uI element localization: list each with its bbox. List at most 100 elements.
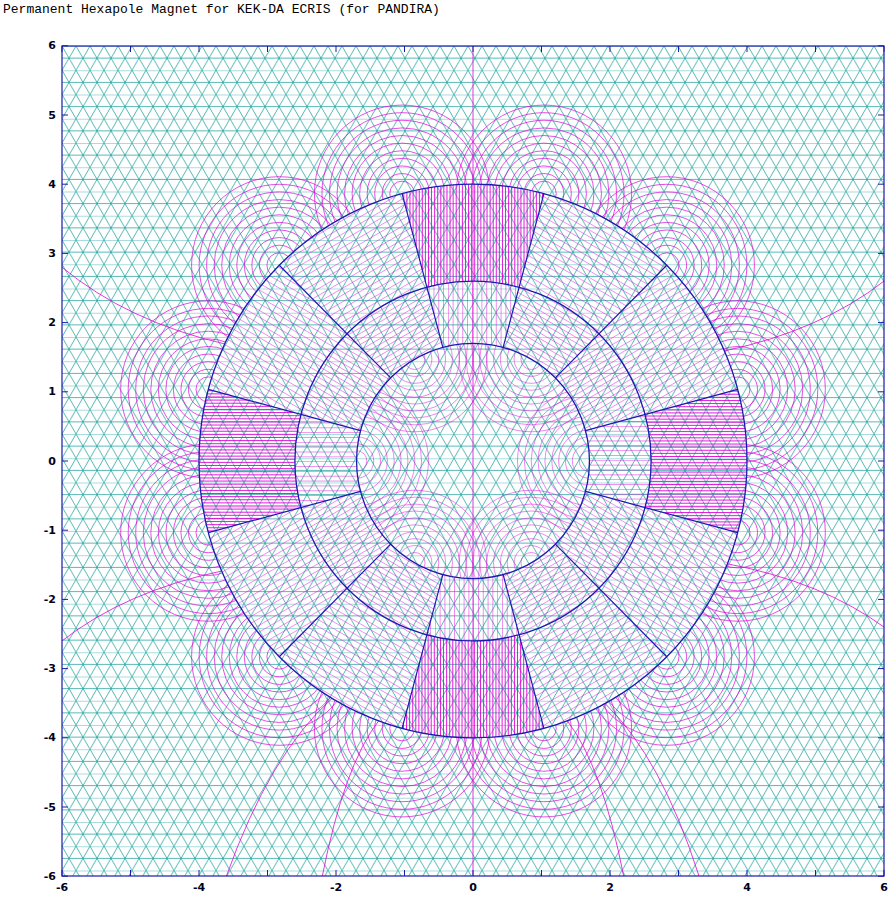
field-line [137, 456, 356, 457]
field-line [481, 289, 671, 400]
field-line [505, 122, 506, 343]
field-line [137, 512, 356, 513]
field-line [395, 202, 396, 423]
field-line [451, 533, 641, 644]
field-line [474, 122, 475, 343]
field-line [406, 122, 407, 343]
field-line [137, 381, 356, 382]
field-line [263, 608, 453, 719]
field-line [216, 369, 435, 370]
field-line [137, 428, 356, 429]
field-line [137, 406, 356, 407]
field-line [530, 122, 531, 343]
axis-tick-label: 6 [48, 39, 56, 52]
field-line [296, 559, 486, 670]
field-line [217, 391, 407, 502]
field-line [428, 318, 618, 429]
field-line [532, 676, 722, 787]
field-line [257, 618, 447, 729]
tick-mark [878, 253, 884, 254]
field-line [454, 273, 644, 384]
field-line [269, 597, 459, 708]
field-line [469, 544, 659, 655]
field-line [137, 549, 356, 550]
field-line [493, 606, 683, 717]
field-line [589, 403, 808, 404]
field-line [463, 553, 653, 664]
field-line [457, 268, 647, 379]
field-line [589, 419, 808, 420]
field-line [450, 122, 451, 343]
field-line [159, 478, 349, 589]
field-line [442, 293, 632, 404]
field-line [303, 536, 493, 647]
field-line [549, 202, 550, 423]
tick-mark [62, 391, 68, 392]
field-line [176, 303, 366, 414]
field-line [477, 531, 667, 642]
field-line [589, 437, 808, 438]
field-line [424, 202, 425, 423]
tick-mark [62, 668, 68, 669]
field-line [453, 122, 454, 343]
tick-mark [541, 870, 542, 876]
field-line [312, 521, 502, 632]
field-line [137, 390, 356, 391]
axis-tick-label: 4 [48, 178, 56, 191]
field-line [283, 240, 473, 351]
field-line [137, 396, 356, 397]
field-line [167, 493, 357, 604]
field-line [419, 122, 420, 343]
field-line [403, 122, 404, 343]
field-line [135, 437, 325, 548]
field-line [501, 202, 502, 423]
field-line [290, 252, 480, 363]
field-line [566, 579, 567, 800]
field-line [322, 505, 512, 616]
field-line [329, 319, 519, 430]
field-line [343, 345, 533, 456]
field-line [477, 579, 478, 800]
field-line [492, 207, 682, 318]
field-line [508, 476, 698, 587]
field-line [600, 475, 790, 586]
field-line [534, 202, 535, 423]
field-line [137, 425, 356, 426]
field-line [487, 122, 488, 343]
field-line [541, 577, 731, 688]
tick-mark [878, 530, 884, 531]
tick-mark [62, 870, 63, 876]
field-line [137, 387, 356, 388]
tick-mark [878, 668, 884, 669]
magnet-hatching [436, 115, 734, 414]
field-line [579, 122, 580, 343]
axis-tick-label: 1 [48, 385, 56, 398]
field-line [137, 393, 356, 394]
field-line [216, 384, 435, 385]
field-line [271, 219, 461, 330]
field-line [435, 306, 625, 417]
field-line [170, 313, 360, 424]
field-line [503, 485, 693, 596]
field-line [511, 499, 730, 500]
field-line [338, 336, 528, 447]
field-line [257, 492, 447, 603]
field-line [514, 122, 515, 343]
axis-tick-label: 4 [743, 881, 751, 894]
field-line [559, 499, 560, 720]
field-line [293, 555, 483, 666]
field-line [433, 502, 623, 613]
field-line [336, 479, 526, 590]
field-line [589, 571, 808, 572]
field-line [137, 477, 356, 478]
field-line [557, 579, 558, 800]
field-line [492, 579, 493, 800]
field-line [573, 579, 574, 800]
field-line [538, 125, 728, 236]
field-line [448, 528, 638, 639]
field-line [437, 122, 438, 343]
field-line [559, 265, 749, 376]
field-line [542, 579, 543, 800]
field-line [363, 579, 364, 800]
field-line [433, 310, 623, 421]
